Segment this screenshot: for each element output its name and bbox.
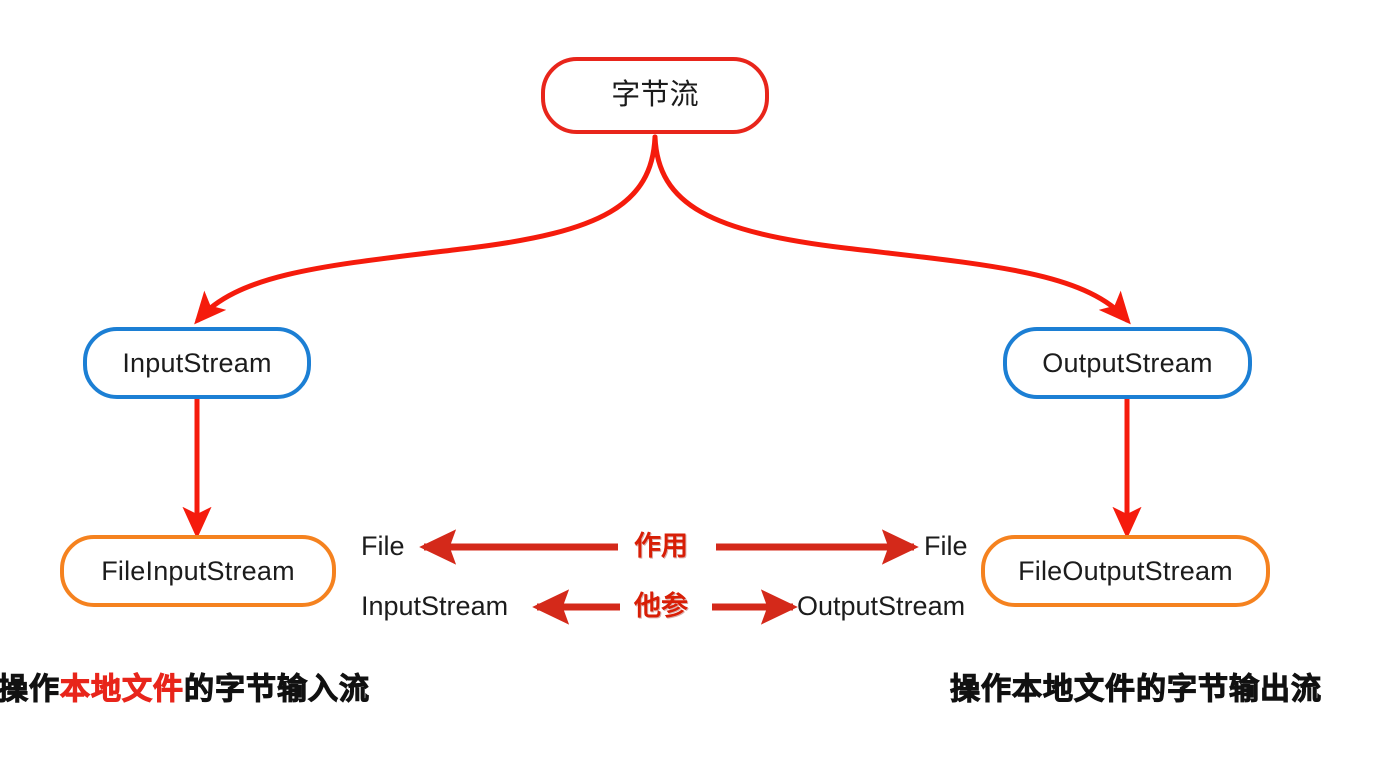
node-file-output-stream[interactable]: FileOutputStream: [981, 535, 1270, 607]
node-file-output-stream-label: FileOutputStream: [1018, 555, 1233, 586]
comparison-row1-left-label: File: [361, 531, 405, 561]
comparison-row1-right-label: File: [924, 531, 968, 561]
caption-left-prefix: 操作: [0, 672, 60, 707]
node-file-input-stream[interactable]: FileInputStream: [60, 535, 336, 607]
node-output-stream[interactable]: OutputStream: [1003, 327, 1252, 399]
edge-root-to-output-stream: [652, 134, 1131, 325]
edge-root-to-input-stream: [194, 134, 658, 325]
comparison-row2-left-label: InputStream: [361, 591, 509, 621]
caption-right-text: 操作本地文件的字节输出流: [950, 672, 1322, 707]
caption-right: 操作本地文件的字节输出流: [950, 672, 1322, 707]
comparison-row1-tag: 作用: [634, 531, 688, 562]
caption-left-highlight: 本地文件: [60, 672, 184, 707]
node-output-stream-label: OutputStream: [1042, 347, 1213, 378]
comparison-row2-tag: 他参: [634, 591, 688, 622]
node-root-label: 字节流: [611, 79, 699, 111]
node-file-input-stream-label: FileInputStream: [101, 555, 295, 586]
comparison-row2-right-label: OutputStream: [797, 591, 966, 621]
node-root-byte-stream[interactable]: 字节流: [541, 57, 769, 134]
node-input-stream-label: InputStream: [122, 347, 272, 378]
caption-left: 操作本地文件的字节输入流: [0, 672, 370, 707]
caption-left-suffix: 的字节输入流: [184, 672, 370, 707]
node-input-stream[interactable]: InputStream: [83, 327, 311, 399]
